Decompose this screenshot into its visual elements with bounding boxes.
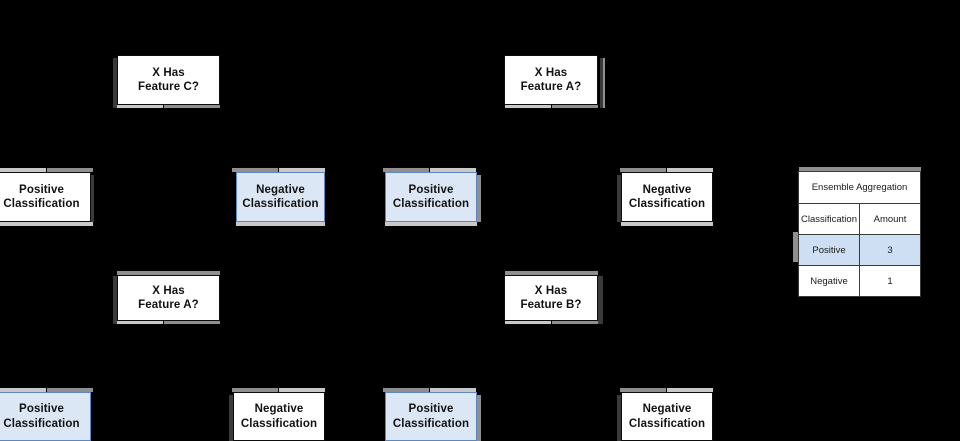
node-shadow-bottom [117, 320, 163, 324]
node-shadow-bottom [0, 222, 93, 226]
node-label: X Has Feature C? [137, 66, 200, 93]
node-tree2-negative[interactable]: Negative Classification [236, 172, 325, 222]
node-shadow-bottom [236, 222, 325, 226]
node-tree1-feature-a[interactable]: X Has Feature A? [117, 275, 220, 321]
node-shadow-top [667, 168, 713, 172]
table-cell-classification: Negative [798, 265, 860, 297]
node-label: Negative Classification [240, 403, 318, 430]
node-shadow-top [117, 271, 220, 275]
node-shadow-top [383, 168, 429, 172]
node-label: Positive Classification [392, 403, 470, 430]
node-shadow-right [477, 395, 481, 441]
table-title-row: Ensemble Aggregation [798, 171, 921, 204]
node-tree3-leaf-positive[interactable]: Positive Classification [385, 392, 477, 441]
node-shadow-top [232, 388, 278, 392]
node-label: X Has Feature A? [520, 66, 582, 93]
node-shadow-bottom [164, 320, 220, 324]
node-tree4-leaf-negative[interactable]: Negative Classification [621, 392, 713, 441]
node-shadow-top [0, 168, 46, 172]
node-tree1-leaf-negative[interactable]: Negative Classification [233, 392, 325, 441]
node-label: X Has Feature A? [138, 284, 199, 311]
node-label: Negative Classification [242, 183, 319, 210]
node-shadow-bottom [117, 104, 163, 108]
node-shadow-right [90, 175, 94, 222]
node-shadow-top [620, 388, 666, 392]
table-shadow-top [799, 167, 921, 171]
node-shadow-top [232, 168, 278, 172]
table-row[interactable]: Negative 1 [798, 265, 921, 297]
node-shadow-top [505, 271, 598, 275]
node-shadow-top [620, 168, 666, 172]
node-label: Positive Classification [3, 183, 80, 210]
node-label: Positive Classification [3, 403, 80, 430]
node-shadow-top [279, 388, 325, 392]
node-shadow-top [47, 168, 93, 172]
node-shadow-left [113, 276, 117, 324]
node-shadow-bottom [552, 104, 598, 108]
node-tree1-left-leaf[interactable]: Positive Classification [0, 172, 91, 222]
ensemble-aggregation-table: Ensemble Aggregation Classification Amou… [798, 171, 921, 297]
node-shadow-left [617, 395, 621, 441]
node-shadow-right [477, 175, 481, 222]
table-title: Ensemble Aggregation [798, 171, 921, 204]
node-shadow-bottom [552, 320, 598, 324]
node-shadow-bottom [505, 104, 551, 108]
node-shadow-top [279, 168, 325, 172]
table-shadow-left [793, 232, 799, 262]
node-shadow-top [0, 388, 46, 392]
node-tree1-leaf-positive[interactable]: Positive Classification [0, 392, 91, 441]
node-tree1-root[interactable]: X Has Feature C? [117, 55, 220, 105]
table-header-classification: Classification [798, 203, 860, 235]
node-shadow-left [601, 58, 605, 108]
node-shadow-left [600, 58, 603, 108]
node-shadow-top [430, 168, 476, 172]
node-tree4-root[interactable]: X Has Feature A? [504, 55, 598, 105]
node-tree4-feature-b[interactable]: X Has Feature B? [504, 275, 598, 321]
table-cell-amount: 1 [859, 265, 921, 297]
node-shadow-left [617, 175, 621, 222]
node-shadow-left [113, 58, 117, 108]
node-tree4-left-leaf[interactable]: Negative Classification [621, 172, 713, 222]
node-label: X Has Feature B? [520, 284, 582, 311]
node-shadow-bottom [164, 104, 220, 108]
node-tree3-positive[interactable]: Positive Classification [385, 172, 477, 222]
node-shadow-bottom [505, 320, 551, 324]
node-shadow-right [598, 276, 603, 324]
node-shadow-top [430, 388, 476, 392]
node-shadow-top [667, 388, 713, 392]
table-row[interactable]: Positive 3 [798, 234, 921, 266]
node-shadow-top [47, 388, 93, 392]
node-label: Positive Classification [392, 183, 470, 210]
node-shadow-top [383, 388, 429, 392]
node-shadow-left [229, 395, 233, 441]
node-label: Negative Classification [628, 403, 706, 430]
table-header-row: Classification Amount [798, 203, 921, 235]
table-header-amount: Amount [859, 203, 921, 235]
table-cell-classification: Positive [798, 234, 860, 266]
node-label: Negative Classification [628, 183, 706, 210]
node-shadow-bottom [621, 222, 713, 226]
node-shadow-bottom [385, 222, 477, 226]
table-cell-amount: 3 [859, 234, 921, 266]
